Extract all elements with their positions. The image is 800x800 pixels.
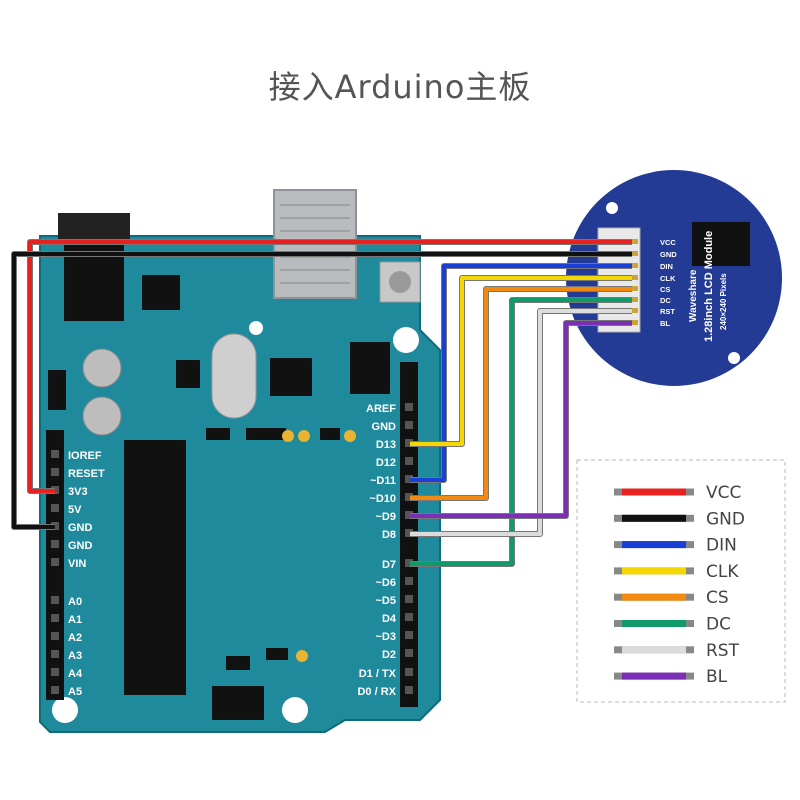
legend-swatch — [622, 514, 686, 522]
wire-rst — [410, 309, 632, 536]
board-pin-label-left: 3V3 — [68, 486, 88, 498]
legend-swatch — [622, 488, 686, 496]
board-pin-label-right: GND — [372, 421, 397, 433]
board-pin-label-left: A3 — [68, 650, 82, 662]
wire-bl — [410, 321, 632, 518]
lcd-pin-label: DC — [660, 296, 671, 305]
board-pin-label-right: D1 / TX — [359, 668, 397, 680]
board-pin-label-right: D0 / RX — [357, 686, 396, 698]
legend: VCC GND DIN CLK CS DC RST BL — [576, 459, 786, 703]
legend-label: CS — [706, 588, 729, 608]
atmega-chip — [124, 440, 186, 695]
board-pin-label-right: ~D6 — [376, 577, 397, 589]
wire-gnd — [12, 252, 632, 529]
board-pin-label-left: A4 — [68, 668, 83, 680]
legend-swatch — [622, 567, 686, 575]
legend-swatch — [622, 541, 686, 549]
legend-label: DIN — [706, 536, 737, 556]
legend-swatch — [622, 593, 686, 601]
board-pin-label-left: GND — [68, 522, 93, 534]
legend-swatch — [622, 672, 686, 680]
legend-label: DC — [706, 615, 731, 635]
board-pin-label-right: ~D10 — [369, 493, 396, 505]
board-pin-label-right: D8 — [382, 529, 396, 541]
lcd-pin-label: DIN — [660, 262, 673, 271]
board-pin-label-left: A2 — [68, 632, 82, 644]
wire-vcc — [28, 240, 632, 493]
lcd-resolution: 240×240 Pixels — [719, 273, 728, 330]
board-pin-label-left: GND — [68, 540, 93, 552]
legend-label: BL — [706, 667, 728, 687]
lcd-pin-label: BL — [660, 319, 670, 328]
board-pin-label-left: IOREF — [68, 450, 102, 462]
board-pin-label-left: VIN — [68, 558, 86, 570]
board-pin-label-right: ~D11 — [370, 475, 396, 487]
board-pin-label-right: ~D3 — [376, 631, 397, 643]
lcd-pin-label: VCC — [660, 238, 676, 247]
legend-label: VCC — [706, 483, 741, 503]
legend-label: GND — [706, 509, 745, 529]
legend-swatch — [622, 646, 686, 654]
wire-cs — [410, 287, 632, 500]
lcd-name: 1.28inch LCD Module — [703, 231, 715, 342]
board-pin-label-left: A1 — [68, 614, 82, 626]
wires — [11, 239, 632, 567]
wire-din — [410, 264, 632, 482]
wire-dc — [410, 298, 632, 566]
board-pin-label-left: A0 — [68, 596, 82, 608]
board-pin-label-left: 5V — [68, 504, 82, 516]
board-pin-label-right: ~D9 — [376, 511, 397, 523]
board-pin-label-right: D12 — [376, 457, 396, 469]
legend-swatch — [622, 620, 686, 627]
board-pin-label-right: D2 — [382, 649, 396, 661]
lcd-brand: Waveshare — [688, 269, 699, 322]
board-pin-label-right: D13 — [376, 439, 396, 451]
board-pin-label-left: RESET — [68, 468, 105, 480]
board-pin-label-right: D7 — [382, 559, 396, 571]
page-title: 接入Arduino主板 — [268, 68, 532, 106]
board-pin-label-left: A5 — [68, 686, 82, 698]
lcd-pin-label: GND — [660, 250, 677, 259]
lcd-pin-label: RST — [660, 307, 675, 316]
lcd-pin-label: CLK — [660, 274, 676, 283]
lcd-driver-ic — [692, 222, 750, 266]
legend-label: CLK — [706, 562, 739, 582]
lcd-module: VCC GND DIN CLK CS DC RST BL Waveshare 1.28inch… — [566, 170, 782, 386]
legend-label: RST — [706, 641, 740, 661]
board-pin-label-right: ~D5 — [376, 595, 397, 607]
lcd-pin-label: CS — [660, 285, 670, 294]
board-pin-label-right: D4 — [382, 613, 397, 625]
wire-clk — [410, 276, 632, 446]
board-pin-label-right: AREF — [366, 403, 396, 415]
